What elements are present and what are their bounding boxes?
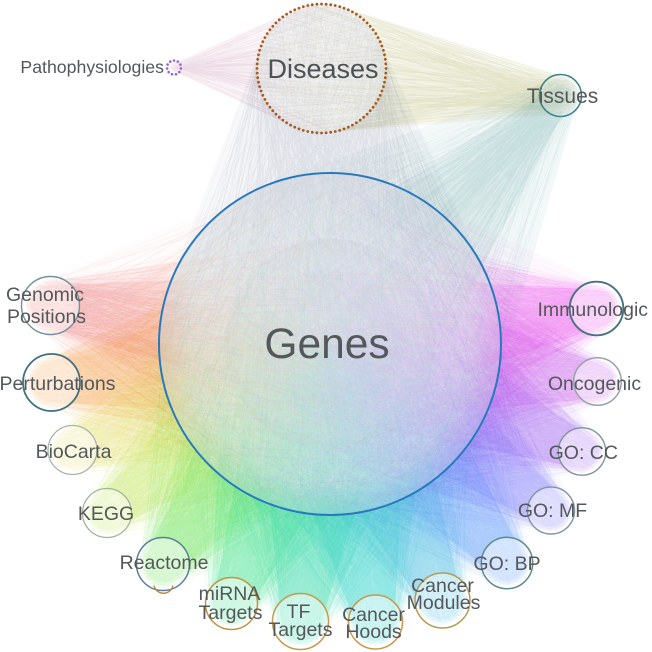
svg-text:Modules: Modules xyxy=(407,592,481,614)
svg-text:Tissues: Tissues xyxy=(527,85,599,108)
svg-text:Genomic: Genomic xyxy=(6,284,84,306)
svg-text:BioCarta: BioCarta xyxy=(36,441,112,463)
svg-text:miRNA: miRNA xyxy=(199,583,261,605)
svg-text:Positions: Positions xyxy=(7,306,86,328)
svg-text:GO: BP: GO: BP xyxy=(473,553,540,575)
svg-text:Targets: Targets xyxy=(199,602,263,624)
svg-text:Cancer: Cancer xyxy=(411,575,474,597)
svg-text:Targets: Targets xyxy=(269,619,333,641)
svg-text:Oncogenic: Oncogenic xyxy=(548,373,641,395)
svg-text:GO: CC: GO: CC xyxy=(549,442,618,464)
svg-text:Diseases: Diseases xyxy=(267,54,378,84)
svg-text:Genes: Genes xyxy=(264,321,389,368)
svg-text:Immunologic: Immunologic xyxy=(538,299,649,321)
svg-text:Perturbations: Perturbations xyxy=(0,373,116,395)
svg-text:Reactome: Reactome xyxy=(120,552,209,574)
svg-text:TF: TF xyxy=(287,601,311,623)
svg-text:GO: MF: GO: MF xyxy=(518,500,587,522)
svg-text:KEGG: KEGG xyxy=(78,503,134,525)
svg-text:Hoods: Hoods xyxy=(345,621,402,643)
svg-text:Cancer: Cancer xyxy=(342,604,405,626)
svg-text:Pathophysiologies: Pathophysiologies xyxy=(20,57,164,77)
